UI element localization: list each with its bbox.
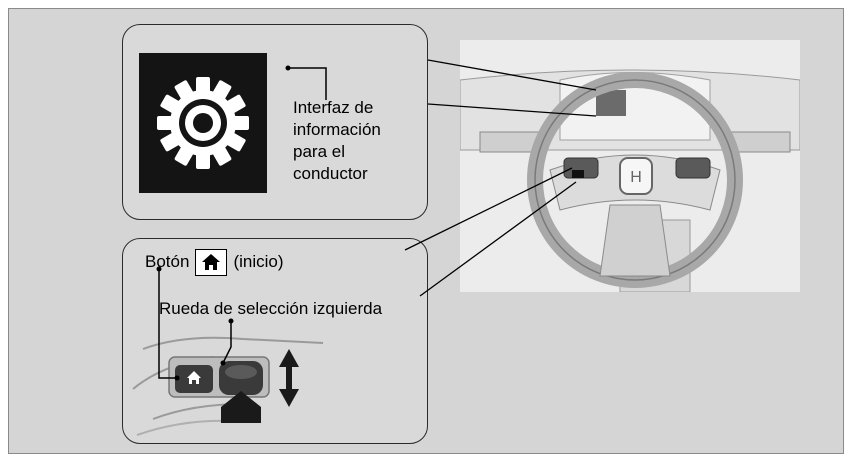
home-button-label: Botón (inicio)	[145, 248, 284, 276]
selector-wheel-label: Rueda de selección izquierda	[159, 299, 383, 318]
gear-icon	[157, 77, 249, 169]
up-down-arrow-icon	[279, 349, 299, 407]
svg-text:H: H	[630, 169, 642, 186]
home-button-icon-box	[195, 248, 228, 276]
driver-info-interface-label: Interfaz de información para el conducto…	[293, 97, 423, 185]
dashboard-drawing: H	[460, 69, 800, 292]
home-button-prefix: Botón	[145, 252, 190, 271]
home-button	[175, 365, 213, 393]
label-line: conductor	[293, 164, 368, 183]
gear-icon-box	[139, 53, 267, 193]
left-selector-wheel	[219, 361, 263, 395]
steering-wheel-illustration: H	[460, 40, 800, 292]
steering-switch-illustration	[132, 266, 324, 436]
label-line: Interfaz de	[293, 98, 374, 117]
driver-info-interface-callout: Interfaz de información para el conducto…	[122, 24, 428, 220]
push-arrow-icon	[221, 391, 261, 423]
label-line: información	[293, 120, 381, 139]
home-button-suffix: (inicio)	[233, 252, 284, 271]
label-line: para el	[293, 142, 345, 161]
home-icon	[202, 254, 221, 270]
steering-switch-callout: Botón (inicio) Rueda de selección izquie…	[122, 238, 428, 444]
